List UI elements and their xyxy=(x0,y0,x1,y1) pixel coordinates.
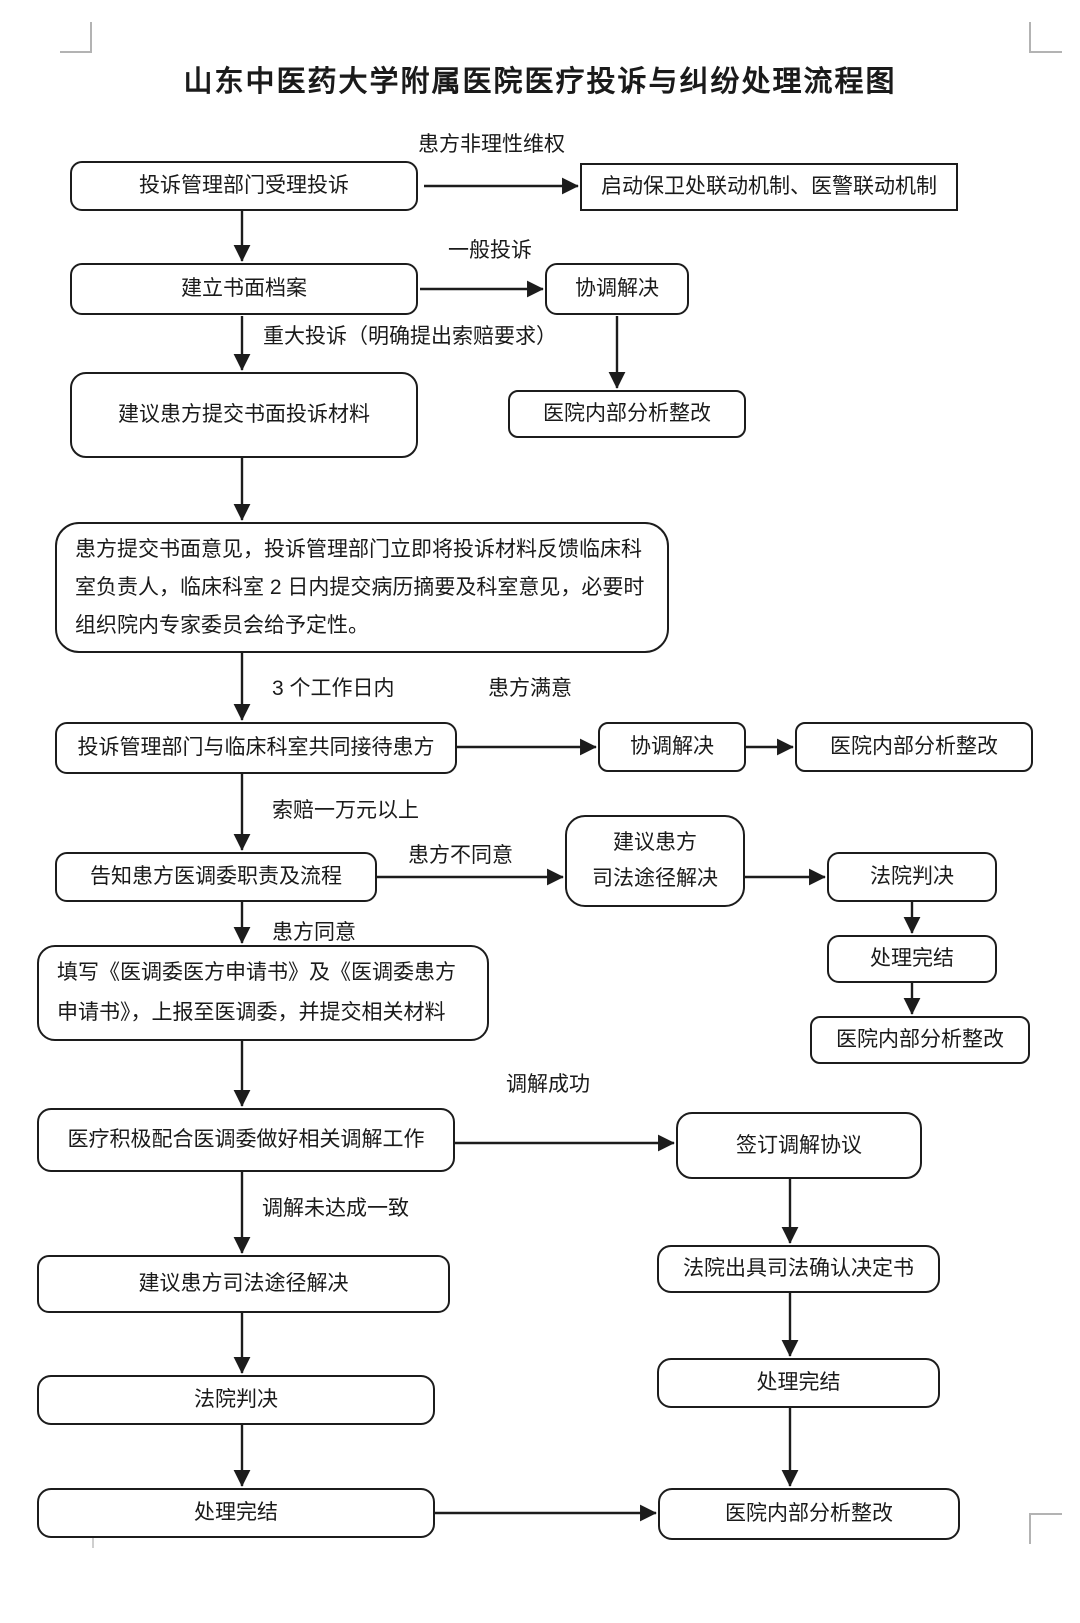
edge-label-mediation-success: 调解成功 xyxy=(506,1073,590,1096)
crop-mark-bottom-right xyxy=(1029,1513,1062,1544)
flow-node-internal-analysis-4: 医院内部分析整改 xyxy=(658,1488,960,1540)
flow-node-coordinate-resolve-1: 协调解决 xyxy=(545,263,689,315)
edge-label-patient-agrees: 患方同意 xyxy=(272,921,356,944)
edge-label-general-complaint: 一般投诉 xyxy=(448,239,532,262)
edge-label-patient-satisfied: 患方满意 xyxy=(488,677,572,700)
flow-node-sign-agreement: 签订调解协议 xyxy=(676,1112,922,1179)
flow-node-fill-application: 填写《医调委医方申请书》及《医调委患方 申请书》，上报至医调委，并提交相关材料 xyxy=(37,945,489,1041)
flow-node-court-confirmation: 法院出具司法确认决定书 xyxy=(657,1245,940,1293)
flow-node-coordinate-resolve-2: 协调解决 xyxy=(598,722,746,772)
edge-label-claim-over-10k: 索赔一万元以上 xyxy=(272,799,419,822)
flow-node-joint-reception: 投诉管理部门与临床科室共同接待患方 xyxy=(55,722,457,774)
edge-label-three-working-days: 3 个工作日内 xyxy=(272,677,395,700)
flow-node-security-linkage: 启动保卫处联动机制、医警联动机制 xyxy=(580,163,958,211)
flow-node-internal-analysis-2: 医院内部分析整改 xyxy=(795,722,1033,772)
flow-node-process-complete-2: 处理完结 xyxy=(657,1358,940,1408)
flow-node-submit-written-materials: 建议患方提交书面投诉材料 xyxy=(70,372,418,458)
flow-node-clinical-feedback: 患方提交书面意见，投诉管理部门立即将投诉材料反馈临床科 室负责人，临床科室 2 … xyxy=(55,522,669,653)
flow-node-internal-analysis-3: 医院内部分析整改 xyxy=(810,1016,1030,1064)
flow-node-court-verdict-2: 法院判决 xyxy=(37,1375,435,1425)
edge-label-major-complaint: 重大投诉（明确提出索赔要求） xyxy=(263,325,557,348)
flow-node-process-complete-1: 处理完结 xyxy=(827,935,997,983)
edge-label-irrational-rights: 患方非理性维权 xyxy=(418,133,565,156)
edge-label-patient-disagrees: 患方不同意 xyxy=(408,844,513,867)
flow-node-process-complete-3: 处理完结 xyxy=(37,1488,435,1538)
flow-node-accept-complaint: 投诉管理部门受理投诉 xyxy=(70,161,418,211)
crop-mark-top-right xyxy=(1029,22,1062,53)
edge-label-mediation-not-reached: 调解未达成一致 xyxy=(262,1197,409,1220)
crop-mark-bottom-left xyxy=(92,1538,94,1548)
flow-node-suggest-judicial-2: 建议患方司法途径解决 xyxy=(37,1255,450,1313)
page-title: 山东中医药大学附属医院医疗投诉与纠纷处理流程图 xyxy=(183,66,897,98)
flow-node-cooperate-mediation: 医疗积极配合医调委做好相关调解工作 xyxy=(37,1108,455,1172)
crop-mark-top-left xyxy=(60,22,92,53)
flow-node-internal-analysis-1: 医院内部分析整改 xyxy=(508,390,746,438)
flow-node-court-verdict-1: 法院判决 xyxy=(827,852,997,902)
flow-node-suggest-judicial-1: 建议患方 司法途径解决 xyxy=(565,815,745,907)
flow-node-create-archive: 建立书面档案 xyxy=(70,263,418,315)
arrow-lines xyxy=(233,177,921,1522)
flow-node-inform-mediation-committee: 告知患方医调委职责及流程 xyxy=(55,852,377,902)
